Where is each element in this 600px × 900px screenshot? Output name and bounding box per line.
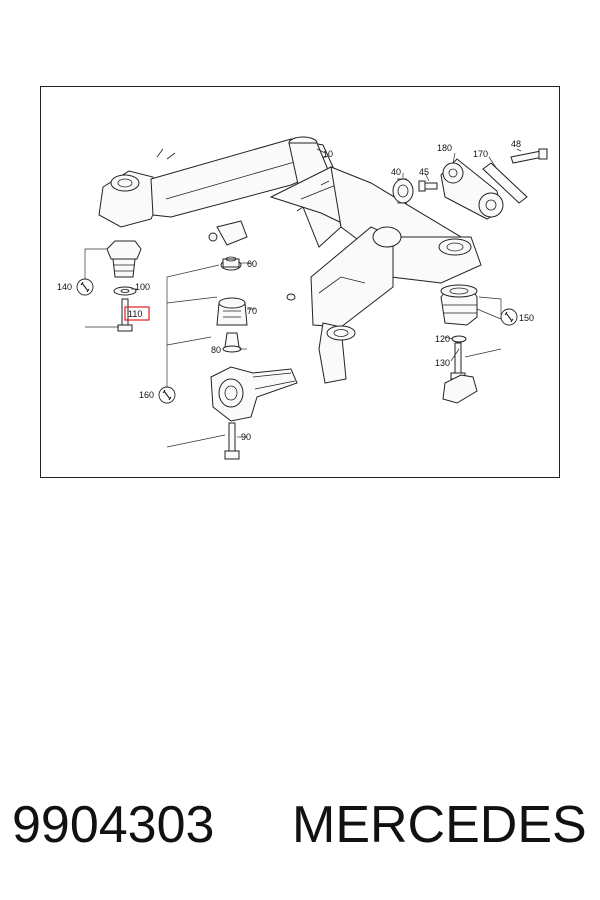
callout-110[interactable]: 110 xyxy=(128,309,142,319)
bushing-70 xyxy=(216,297,248,326)
product-caption: 9904303 MERCEDES xyxy=(0,795,600,865)
washer-100 xyxy=(113,286,137,296)
callout-90[interactable]: 90 xyxy=(241,432,251,442)
wrench-icon xyxy=(76,278,94,296)
rear-subframe-diagram: 10 40 45 48 60 70 80 90 100 110 120 130 … xyxy=(57,136,548,460)
callout-130[interactable]: 130 xyxy=(435,358,450,368)
callout-100[interactable]: 100 xyxy=(135,282,150,292)
callout-170[interactable]: 170 xyxy=(473,149,488,159)
callout-40[interactable]: 40 xyxy=(391,167,401,177)
wrench-icon xyxy=(500,308,518,326)
callout-150[interactable]: 150 xyxy=(519,313,534,323)
bracket-130 xyxy=(442,374,478,404)
callout-60[interactable]: 60 xyxy=(247,259,257,269)
brand-name: MERCEDES xyxy=(292,796,587,854)
mount-150 xyxy=(440,284,478,326)
callout-140[interactable]: 140 xyxy=(57,282,72,292)
callout-80[interactable]: 80 xyxy=(211,345,221,355)
callout-70[interactable]: 70 xyxy=(247,306,257,316)
bolt-130 xyxy=(450,342,466,380)
wrench-icon xyxy=(158,386,176,404)
callout-160[interactable]: 160 xyxy=(139,390,154,400)
callout-45[interactable]: 45 xyxy=(419,167,429,177)
part-number: 9904303 xyxy=(12,796,215,854)
callout-120[interactable]: 120 xyxy=(435,334,450,344)
bushing-40 xyxy=(392,178,414,204)
washer-120 xyxy=(451,335,467,343)
differential-housing xyxy=(210,366,298,422)
callout-10[interactable]: 10 xyxy=(323,149,333,159)
callout-180[interactable]: 180 xyxy=(437,143,452,153)
washer-80 xyxy=(222,332,242,353)
mount-140 xyxy=(106,240,142,278)
parts-diagram-frame: 10 40 45 48 60 70 80 90 100 110 120 130 … xyxy=(40,86,560,478)
bushing-60 xyxy=(220,256,242,271)
link-arm-assembly xyxy=(440,148,548,220)
highlight-box-110 xyxy=(124,306,150,321)
bolt-45 xyxy=(418,180,438,192)
callout-48[interactable]: 48 xyxy=(511,139,521,149)
leader-lines xyxy=(84,148,522,448)
subframe-crossmember xyxy=(98,136,482,384)
bolt-90 xyxy=(224,422,240,460)
